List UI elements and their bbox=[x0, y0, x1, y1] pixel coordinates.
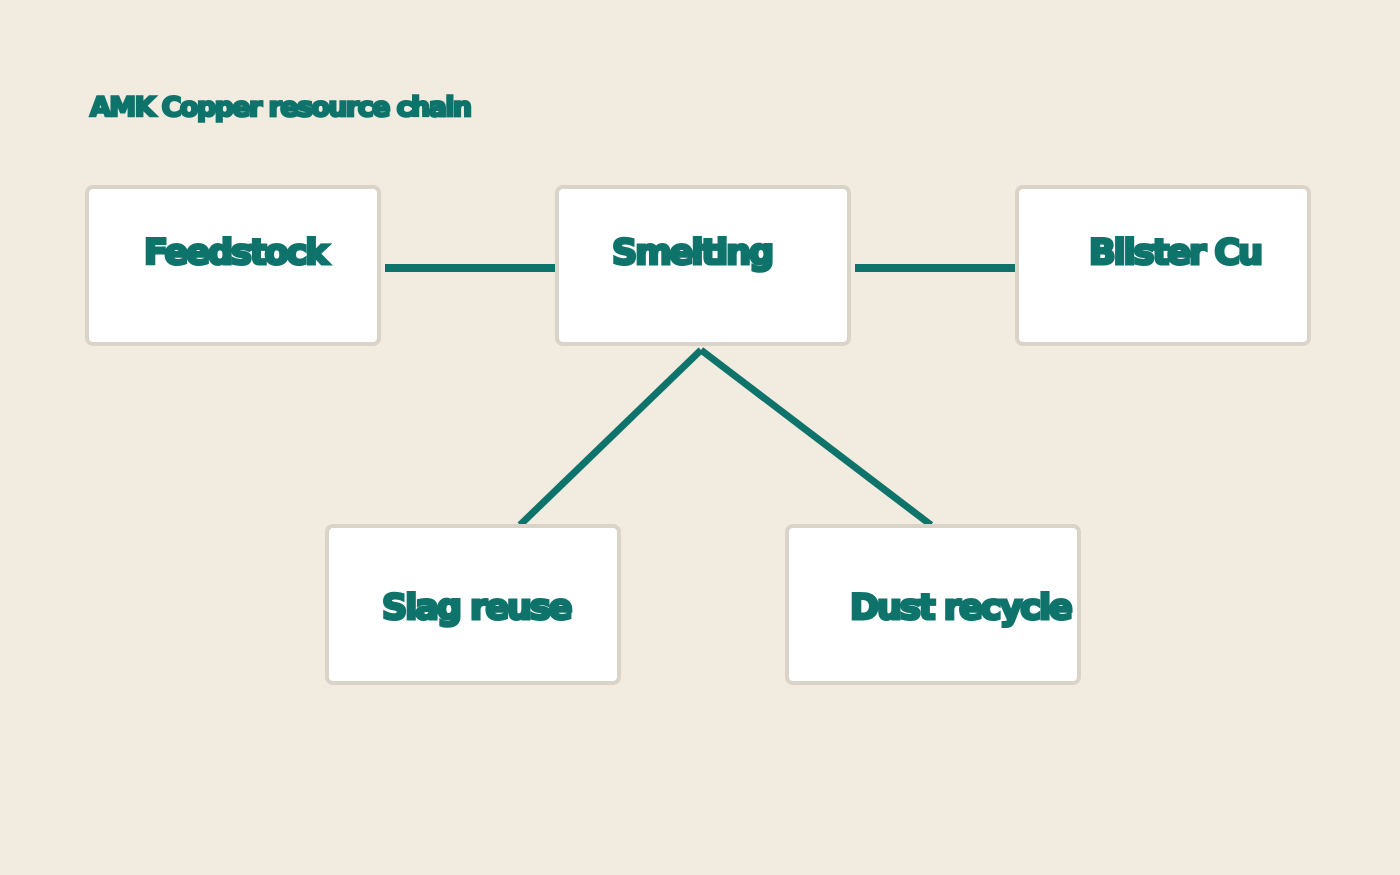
node-label-smelting: Smelting bbox=[610, 231, 775, 274]
node-label-feedstock: Feedstock bbox=[143, 231, 331, 274]
node-label-blister-cu: Blister Cu bbox=[1087, 231, 1264, 274]
edge-smelting-dust-recycle bbox=[698, 347, 934, 528]
node-dust-recycle[interactable]: Dust recycle bbox=[785, 524, 1081, 685]
node-smelting[interactable]: Smelting bbox=[555, 185, 851, 346]
node-label-dust-recycle: Dust recycle bbox=[849, 586, 1075, 629]
node-feedstock[interactable]: Feedstock bbox=[85, 185, 381, 346]
node-slag-reuse[interactable]: Slag reuse bbox=[325, 524, 621, 685]
edge-smelting-slag-reuse bbox=[517, 347, 704, 528]
diagram-title: AMK Copper resource chain bbox=[89, 91, 474, 125]
node-blister-cu[interactable]: Blister Cu bbox=[1015, 185, 1311, 346]
node-label-slag-reuse: Slag reuse bbox=[381, 586, 575, 629]
